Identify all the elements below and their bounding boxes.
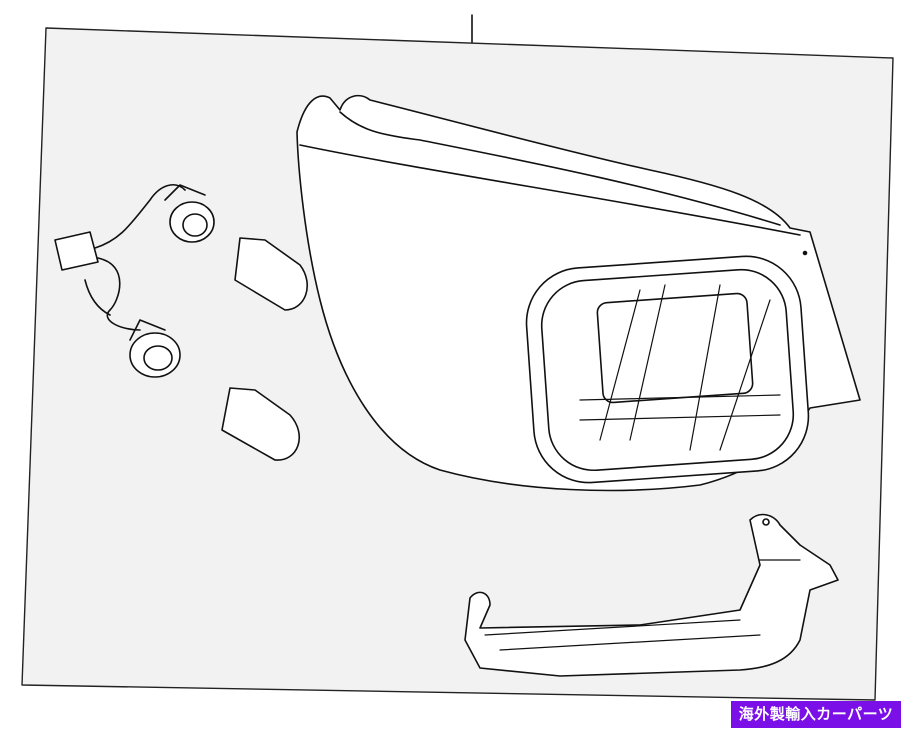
bulb-lower [221,387,301,461]
bulb-upper [234,237,309,311]
watermark-badge: 海外製輸入カーパーツ [731,701,901,728]
tail-lamp-assembly [296,94,861,492]
lamp-bracket [464,513,839,677]
bulb-socket-harness [54,184,215,378]
